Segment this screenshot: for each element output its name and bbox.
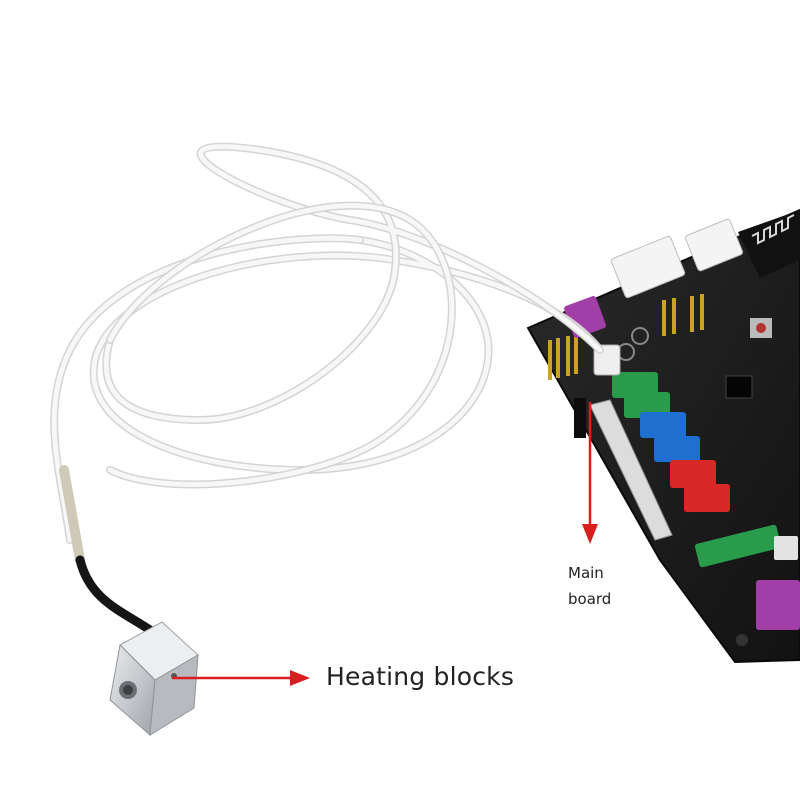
main-board-arrow [582, 402, 598, 544]
main-board-label: Main board [568, 560, 611, 612]
heating-blocks-label: Heating blocks [326, 662, 515, 691]
heating-arrow [172, 670, 310, 686]
board-connectors [612, 372, 782, 568]
thermistor-cable [50, 142, 604, 635]
main-board-label-line2: board [568, 590, 612, 608]
heating-block [109, 621, 199, 737]
main-board [526, 208, 800, 664]
main-board-label-line1: Main [568, 564, 604, 582]
